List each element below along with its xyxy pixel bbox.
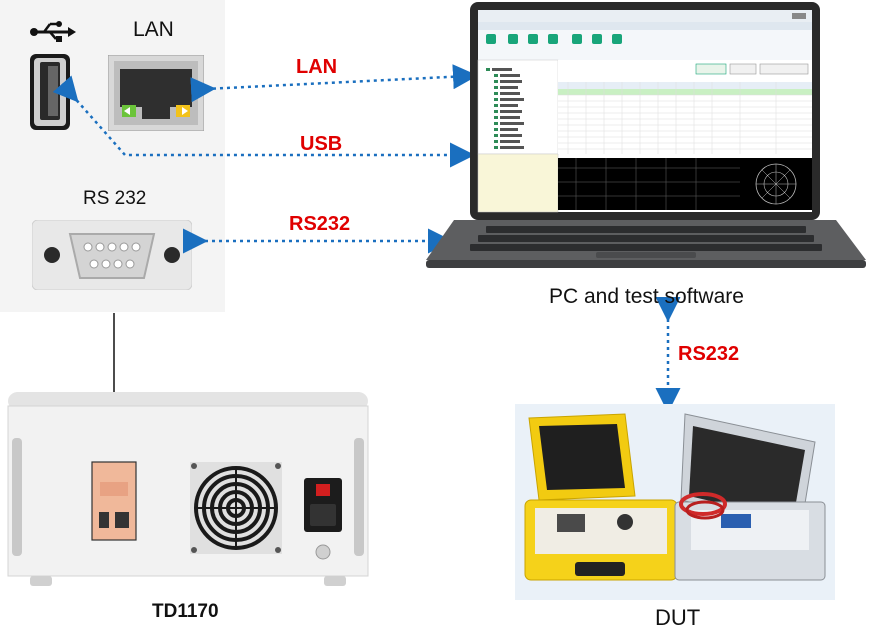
pc-caption: PC and test software: [549, 285, 744, 308]
td1170-caption: TD1170: [152, 601, 219, 622]
usb-icon: [28, 20, 76, 49]
lan-link-label: LAN: [296, 56, 338, 78]
rs232-dut-link-label: RS232: [678, 343, 740, 365]
dut-devices: [515, 404, 835, 605]
rs232-connector: [31, 219, 193, 295]
laptop: [426, 2, 882, 279]
lan-port-label: LAN: [133, 18, 174, 41]
dut-caption: DUT: [655, 605, 701, 630]
rs232-port-label: RS 232: [83, 188, 147, 209]
rs232-link-label: RS232: [289, 213, 351, 235]
td1170-instrument: [0, 392, 378, 595]
usb-link-label: USB: [300, 133, 343, 155]
usb-link: [52, 75, 475, 168]
